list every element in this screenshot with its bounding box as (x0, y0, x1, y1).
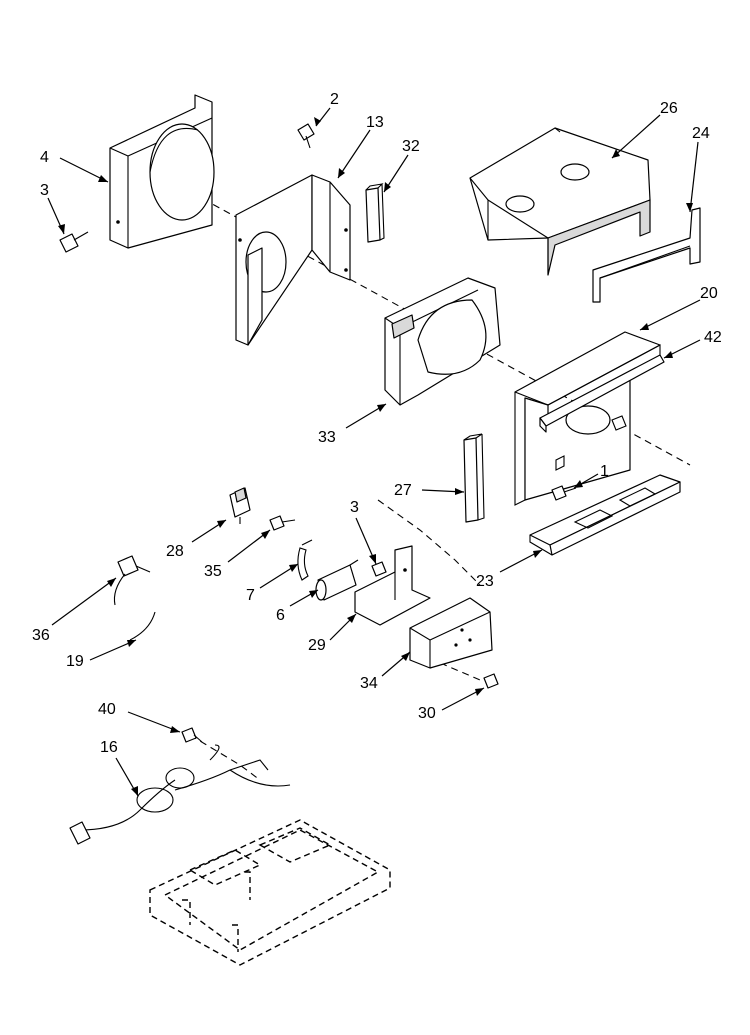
part-23-base-track (529, 474, 681, 556)
callout-34: 34 (360, 675, 378, 692)
part-1-screw (551, 485, 577, 501)
base-frame-outline (149, 819, 391, 966)
part-19-tube (129, 611, 156, 641)
callout-20: 20 (700, 285, 718, 302)
part-6-capacitor (315, 559, 359, 601)
callout-2: 2 (330, 91, 339, 108)
callout-42: 42 (704, 329, 722, 346)
part-26-top-cover (469, 127, 651, 276)
callout-29: 29 (308, 637, 326, 654)
callout-33: 33 (318, 429, 336, 446)
part-13-bracket (235, 174, 351, 346)
part-2-screw (297, 123, 315, 149)
part-28-switch (229, 487, 251, 524)
part-3-screw-left (59, 231, 89, 253)
callout-36: 36 (32, 627, 50, 644)
callout-26: 26 (660, 100, 678, 117)
callout-4: 4 (40, 149, 49, 166)
callout-30: 30 (418, 705, 436, 722)
leader-lines (47, 107, 701, 797)
part-32-seal-strip (365, 183, 385, 243)
part-3-screw-center (371, 561, 387, 577)
callout-28: 28 (166, 543, 184, 560)
part-34-control-bracket (409, 597, 493, 669)
part-27-seal (463, 433, 485, 523)
callout-13: 13 (366, 114, 384, 131)
callout-24: 24 (692, 125, 710, 142)
part-33-scroll-housing (384, 277, 501, 406)
part-7-clamp (297, 539, 313, 581)
part-30-screw (483, 673, 499, 689)
callout-1: 1 (600, 463, 609, 480)
part-16-power-cord (69, 744, 291, 845)
callout-3-center: 3 (350, 499, 359, 516)
callout-6: 6 (276, 607, 285, 624)
part-4-side-panel (109, 94, 215, 249)
part-35-screw (269, 515, 296, 531)
part-24-u-seal (592, 207, 701, 303)
callout-labels: 2 13 32 26 24 4 3 20 42 33 1 27 3 28 35 … (32, 91, 722, 756)
callout-16: 16 (100, 739, 118, 756)
callout-40: 40 (98, 701, 116, 718)
callout-3-top: 3 (40, 182, 49, 199)
part-20-chassis (514, 331, 661, 506)
callout-27: 27 (394, 482, 412, 499)
part-29-bracket (354, 545, 431, 626)
callout-23: 23 (476, 573, 494, 590)
part-36-thermostat (113, 555, 151, 606)
callout-35: 35 (204, 563, 222, 580)
callout-19: 19 (66, 653, 84, 670)
callout-32: 32 (402, 138, 420, 155)
callout-7: 7 (246, 587, 255, 604)
part-42-seal-strip (539, 354, 665, 433)
part-40-screw (181, 727, 203, 743)
